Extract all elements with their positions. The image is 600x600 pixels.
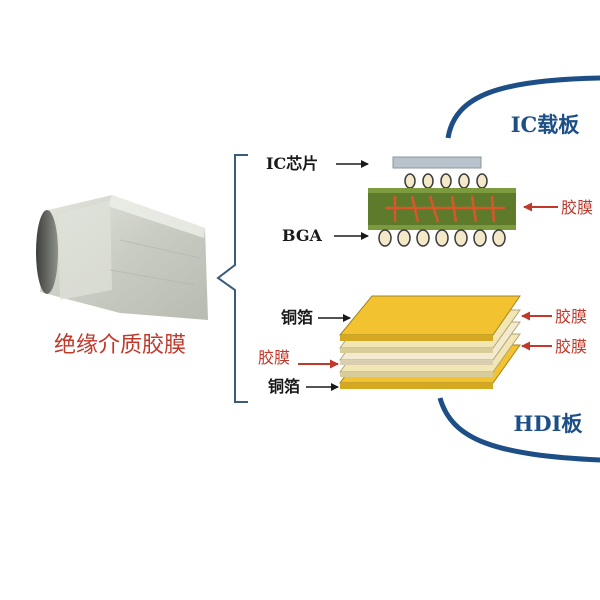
hdi-board-arc: [437, 397, 600, 463]
ic-chip: [392, 156, 482, 169]
ic-substrate-graphic: [368, 156, 516, 247]
ic-substrate-title: IC载板: [511, 112, 581, 137]
hdi-film-right-label-1: 胶膜: [555, 307, 587, 326]
copper-layer-top: [338, 295, 521, 336]
hdi-stack-graphic: [338, 295, 521, 389]
ic-chip-label: IC芯片: [266, 154, 318, 173]
hdi-board-title: HDI板: [514, 411, 584, 436]
copper-bottom-label: 铜箔: [268, 377, 300, 396]
grouping-bracket: [216, 154, 248, 403]
ic-film-label: 胶膜: [561, 198, 593, 217]
bga-label: BGA: [282, 226, 322, 245]
product-label: 绝缘介质胶膜: [54, 333, 186, 358]
hdi-film-right-label-2: 胶膜: [555, 337, 587, 356]
hdi-film-left-label: 胶膜: [258, 348, 290, 367]
film-roll-image: [36, 195, 208, 320]
copper-top-label: 铜箔: [281, 308, 313, 327]
chip-bumps: [404, 173, 488, 189]
bga-balls: [378, 229, 506, 247]
ic-substrate-arc: [445, 75, 600, 139]
substrate-traces: [385, 195, 505, 223]
